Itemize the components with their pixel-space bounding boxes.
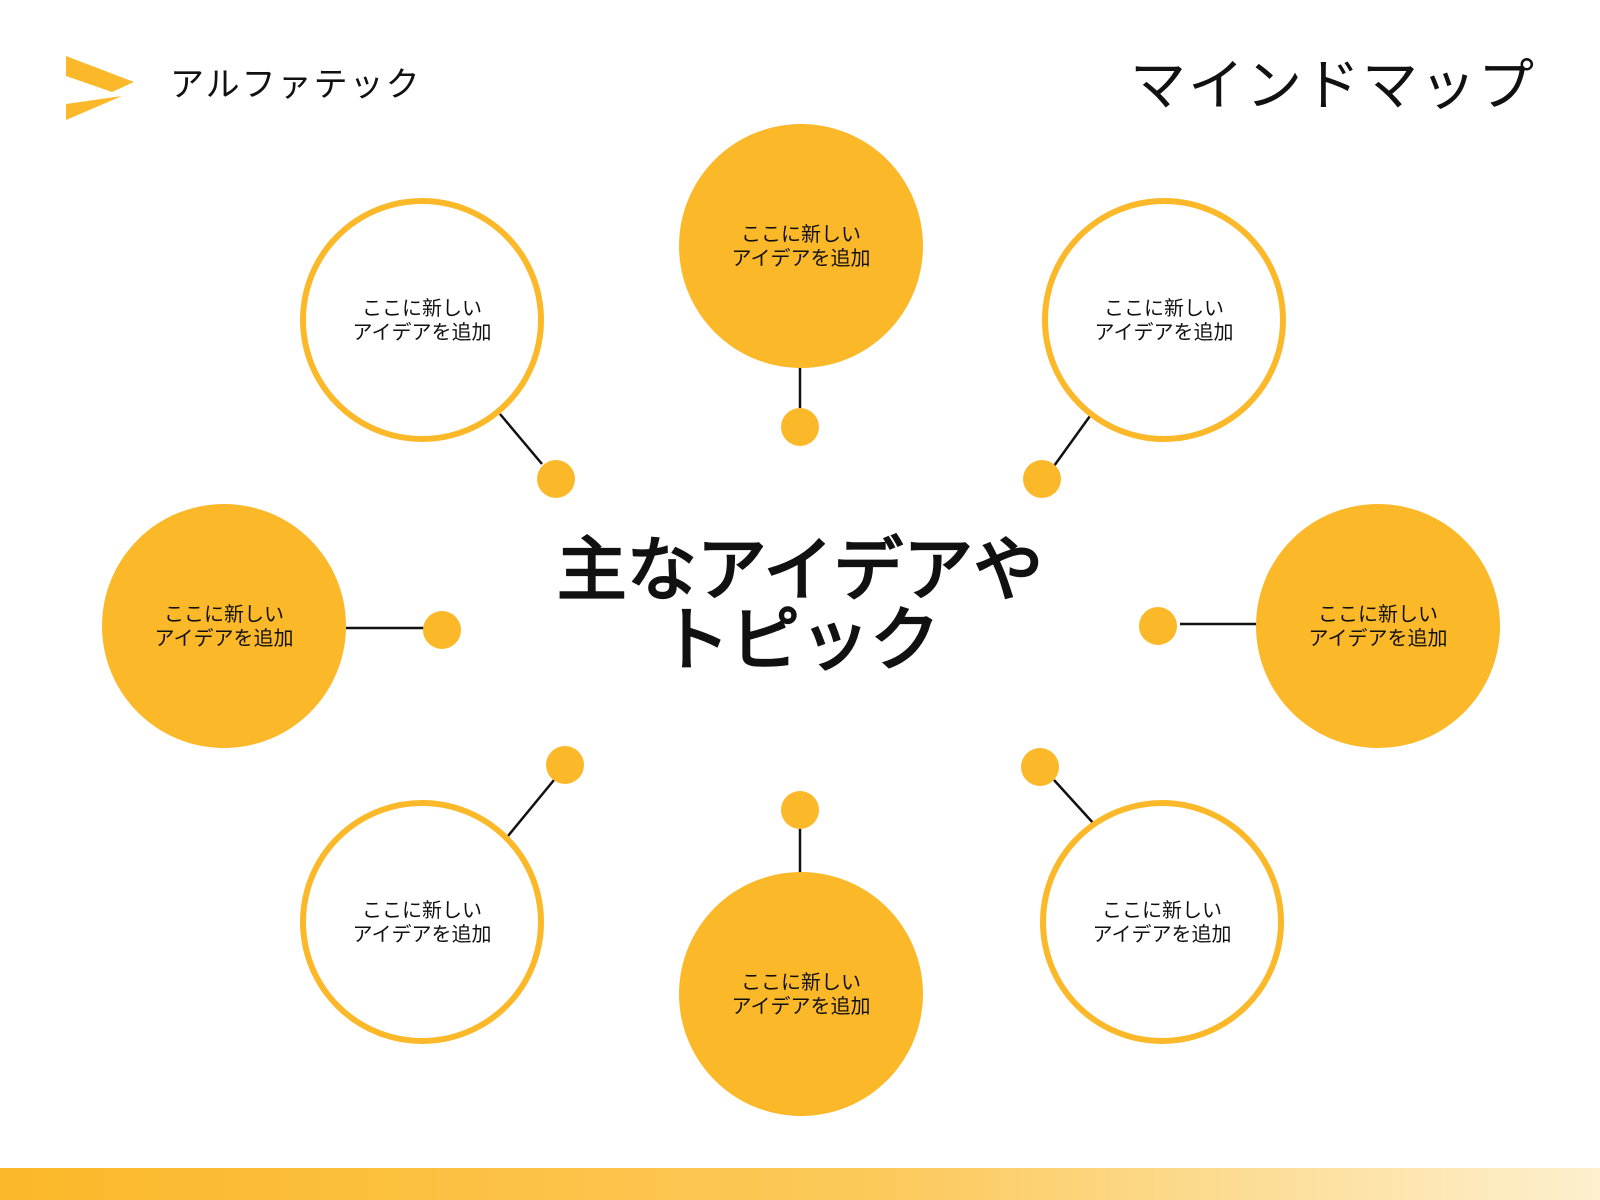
- idea-text-line2: アイデアを追加: [731, 994, 871, 1018]
- idea-text-line2: アイデアを追加: [1092, 922, 1232, 946]
- idea-text-line1: ここに新しい: [362, 296, 482, 320]
- idea-text-line2: アイデアを追加: [154, 626, 294, 650]
- idea-text-line2: アイデアを追加: [1094, 320, 1234, 344]
- idea-text-line2: アイデアを追加: [731, 246, 871, 270]
- idea-node-bottom-right[interactable]: ここに新しい アイデアを追加: [1040, 800, 1284, 1044]
- connector-top-right: [1052, 415, 1092, 467]
- central-topic-line2: トピック: [660, 599, 940, 681]
- connector-dot-bottom-right: [1021, 748, 1059, 786]
- central-topic[interactable]: 主なアイデアや トピック: [500, 535, 1100, 675]
- central-topic-line1: 主なアイデアや: [556, 529, 1044, 611]
- idea-text-line2: アイデアを追加: [352, 922, 492, 946]
- connector-dot-top-right: [1023, 460, 1061, 498]
- connector-bottom-left: [507, 779, 555, 837]
- brand-name: アルファテック: [170, 65, 422, 105]
- idea-text-line1: ここに新しい: [1104, 296, 1224, 320]
- idea-text-line1: ここに新しい: [1318, 602, 1438, 626]
- idea-text-line1: ここに新しい: [741, 970, 861, 994]
- idea-node-right[interactable]: ここに新しい アイデアを追加: [1256, 504, 1500, 748]
- idea-node-left[interactable]: ここに新しい アイデアを追加: [102, 504, 346, 748]
- connector-bottom-right: [1053, 779, 1095, 825]
- idea-text-line2: アイデアを追加: [1308, 626, 1448, 650]
- connector-dot-top: [781, 408, 819, 446]
- idea-text-line1: ここに新しい: [741, 222, 861, 246]
- idea-text-line1: ここに新しい: [164, 602, 284, 626]
- connector-dot-bottom-left: [546, 746, 584, 784]
- connector-top-left: [499, 413, 543, 465]
- page-title: マインドマップ: [1130, 54, 1536, 119]
- idea-text-line1: ここに新しい: [1102, 898, 1222, 922]
- idea-node-top-left[interactable]: ここに新しい アイデアを追加: [300, 198, 544, 442]
- idea-node-top-right[interactable]: ここに新しい アイデアを追加: [1042, 198, 1286, 442]
- idea-text-line2: アイデアを追加: [352, 320, 492, 344]
- brand-logo-icon: [66, 56, 134, 120]
- connector-dot-top-left: [537, 460, 575, 498]
- idea-node-top[interactable]: ここに新しい アイデアを追加: [679, 124, 923, 368]
- idea-node-bottom[interactable]: ここに新しい アイデアを追加: [679, 872, 923, 1116]
- idea-text-line1: ここに新しい: [362, 898, 482, 922]
- connector-dot-bottom: [781, 791, 819, 829]
- connector-dot-right: [1139, 607, 1177, 645]
- footer-accent-bar: [0, 1168, 1600, 1200]
- connector-dot-left: [423, 611, 461, 649]
- idea-node-bottom-left[interactable]: ここに新しい アイデアを追加: [300, 800, 544, 1044]
